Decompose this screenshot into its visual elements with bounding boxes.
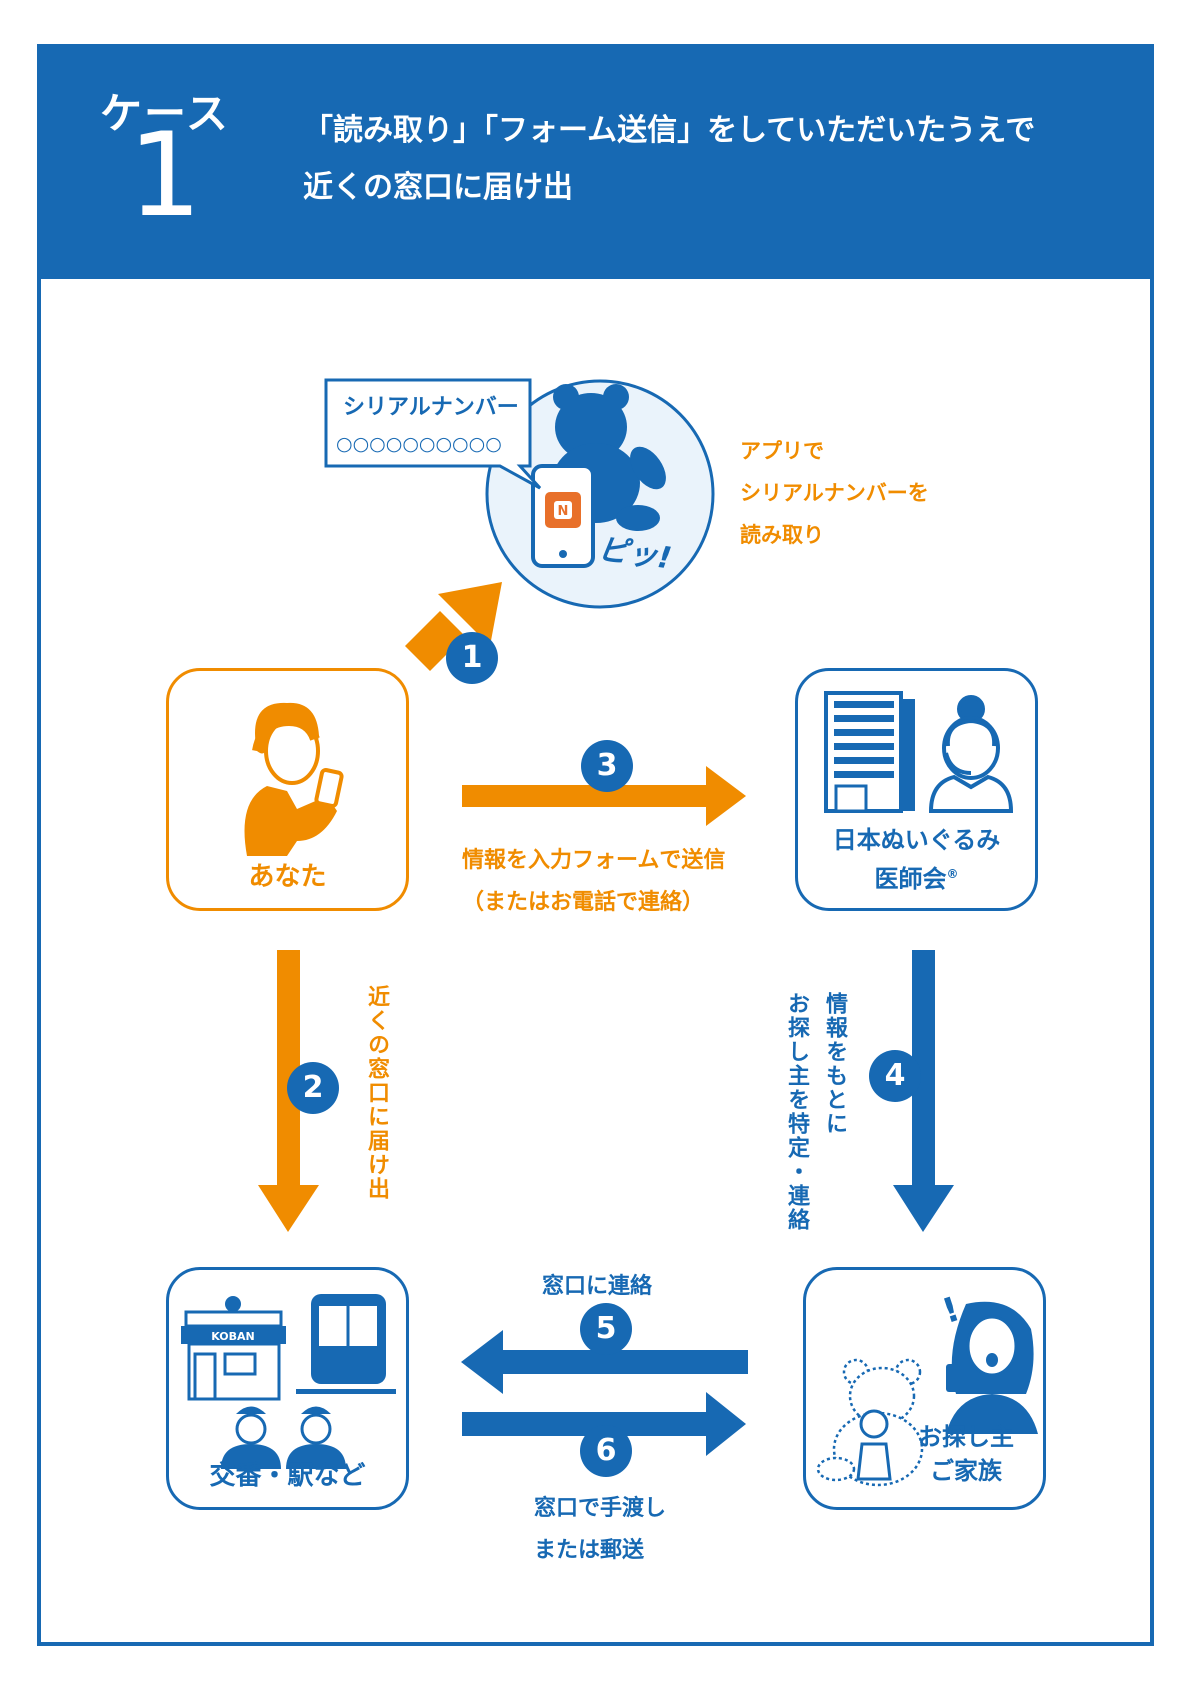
operator-headset-icon [928,695,1014,813]
scan-caption-line-3: 読み取り [740,523,824,547]
office-operator-icon [824,691,1014,813]
node-association-label: 日本ぬいぐるみ 医師会® [798,823,1035,896]
scan-caption-line-1: アプリで [740,439,824,463]
exclamation-icon: ! [938,1289,965,1332]
step-2-text: 近くの窓口に届け出 [364,985,389,1201]
step5-arrow [461,1330,748,1394]
owner-label-line-2: ご家族 [930,1457,1002,1485]
smartphone-icon [531,464,595,568]
node-association: 日本ぬいぐるみ 医師会® [795,668,1038,911]
node-owner-label: お探し主 ご家族 [918,1420,1014,1488]
bubble-value: ○○○○○○○○○○ [336,433,502,455]
step-3-text-line-1: 情報を入力フォームで送信 [462,848,726,873]
train-icon [296,1294,396,1394]
child-icon [856,1409,892,1481]
node-owner: ! お探し主 ご家族 [803,1267,1046,1510]
step-6-text: 窓口で手渡し または郵送 [534,1488,666,1572]
step-3-text: 情報を入力フォームで送信 （またはお電話で連絡） [462,840,725,924]
association-name-line-2: 医師会® [798,857,1035,896]
step-6-text-line-2: または郵送 [534,1538,645,1563]
association-name-line-2-text: 医師会 [874,865,947,893]
step4-arrow [893,950,954,1232]
step-2-badge: 2 [287,1062,339,1114]
step-6-badge: 6 [580,1425,632,1477]
person-phone-icon [244,702,344,856]
step3-arrow [462,766,746,826]
koban-sign: KOBAN [211,1330,254,1343]
header-banner [37,44,1154,279]
step1-arrow [405,582,502,671]
surprised-woman-icon [946,1301,1038,1434]
step-5-badge: 5 [580,1303,632,1355]
step-3-text-line-2: （またはお電話で連絡） [462,890,705,915]
owner-label-line-1: お探し主 [918,1423,1014,1451]
police-officer-icon [221,1406,346,1469]
nfc-letter: N [558,504,569,519]
step-3-badge: 3 [581,740,633,792]
koban-station-icon: KOBAN [181,1294,396,1469]
bear-icon [552,384,666,531]
association-name-line-1: 日本ぬいぐるみ [832,826,1001,854]
node-you-label: あなた [248,862,327,892]
koban-building-icon [181,1296,286,1401]
case-number: 1 [128,108,202,243]
step-5-text: 窓口に連絡 [542,1274,653,1299]
header-line-1: 「読み取り」「フォーム送信」をしていただいたうえで [303,113,1036,148]
step6-arrow [462,1392,746,1456]
scan-caption-line-2: シリアルナンバーを [740,481,929,505]
node-police-label: 交番・駅など [209,1461,366,1491]
step-4-text-line-2: お探し主を特定・連絡 [784,992,809,1232]
step-4-badge: 4 [869,1050,921,1102]
step2-arrow [258,950,319,1232]
node-police: KOBAN 交番・駅など [166,1267,409,1510]
node-you: あなた [166,668,409,911]
step-4-text-line-1: 情報をもとに [822,992,847,1136]
building-icon [824,691,915,813]
scan-caption: アプリで シリアルナンバーを 読み取り [740,430,929,556]
bubble-title: シリアルナンバー [343,395,519,420]
serial-bubble [324,378,542,490]
case-word: ケース [100,89,230,138]
step-1-badge: 1 [446,632,498,684]
owner-family-icon: ! [816,1289,1038,1487]
registered-mark: ® [946,867,959,881]
step-6-text-line-1: 窓口で手渡し [534,1496,667,1521]
header-line-2: 近くの窓口に届け出 [303,170,573,205]
